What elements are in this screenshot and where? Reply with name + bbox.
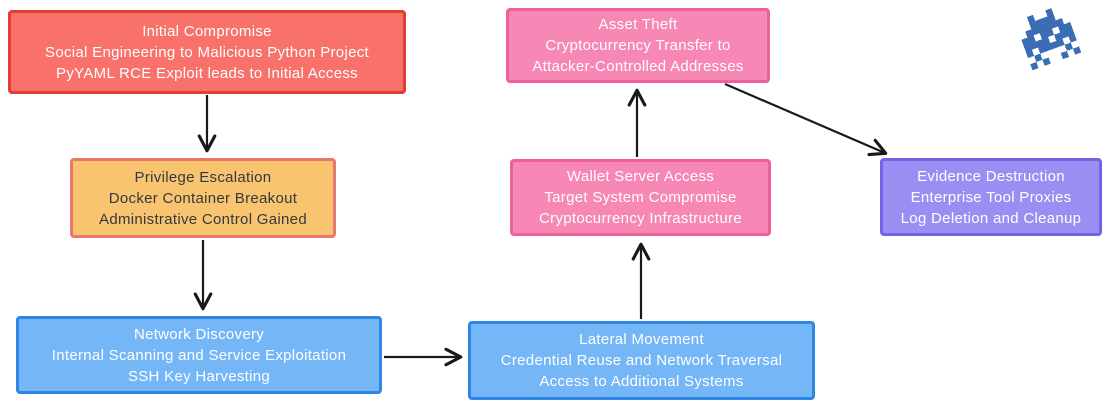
node-network-discovery: Network Discovery Internal Scanning and …	[16, 316, 382, 394]
node-title: Asset Theft	[598, 16, 678, 33]
node-line: Social Engineering to Malicious Python P…	[45, 43, 369, 61]
node-line: Enterprise Tool Proxies	[910, 188, 1072, 206]
node-title: Initial Compromise	[142, 22, 272, 40]
node-line: Internal Scanning and Service Exploitati…	[51, 346, 347, 364]
node-title: Wallet Server Access	[566, 168, 715, 185]
node-title: Evidence Destruction	[917, 167, 1065, 185]
node-evidence-destruction: Evidence Destruction Enterprise Tool Pro…	[880, 158, 1102, 236]
node-lateral-movement: Lateral Movement Credential Reuse and Ne…	[468, 321, 815, 400]
node-title: Privilege Escalation	[134, 168, 272, 186]
node-line: PyYAML RCE Exploit leads to Initial Acce…	[56, 64, 358, 82]
node-line: Log Deletion and Cleanup	[900, 209, 1082, 227]
node-asset-theft: Asset Theft Cryptocurrency Transfer to A…	[506, 8, 770, 83]
node-line: Attacker-Controlled Addresses	[532, 58, 744, 75]
node-title: Lateral Movement	[579, 331, 704, 348]
node-line: Docker Container Breakout	[108, 189, 298, 207]
node-line: Access to Additional Systems	[539, 373, 744, 390]
node-line: Target System Compromise	[544, 189, 737, 206]
node-line: Cryptocurrency Transfer to	[545, 37, 731, 54]
node-line: Cryptocurrency Infrastructure	[539, 210, 742, 227]
node-initial-compromise: Initial Compromise Social Engineering to…	[8, 10, 406, 94]
pixel-bug-logo-icon	[1021, 8, 1082, 71]
node-line: Credential Reuse and Network Traversal	[500, 352, 783, 369]
node-wallet-server-access: Wallet Server Access Target System Compr…	[510, 159, 771, 236]
node-line: SSH Key Harvesting	[127, 367, 271, 385]
node-privilege-escalation: Privilege Escalation Docker Container Br…	[70, 158, 336, 238]
node-line: Administrative Control Gained	[99, 210, 307, 228]
node-title: Network Discovery	[133, 325, 265, 343]
arrow-asset-to-evidence	[724, 82, 888, 157]
